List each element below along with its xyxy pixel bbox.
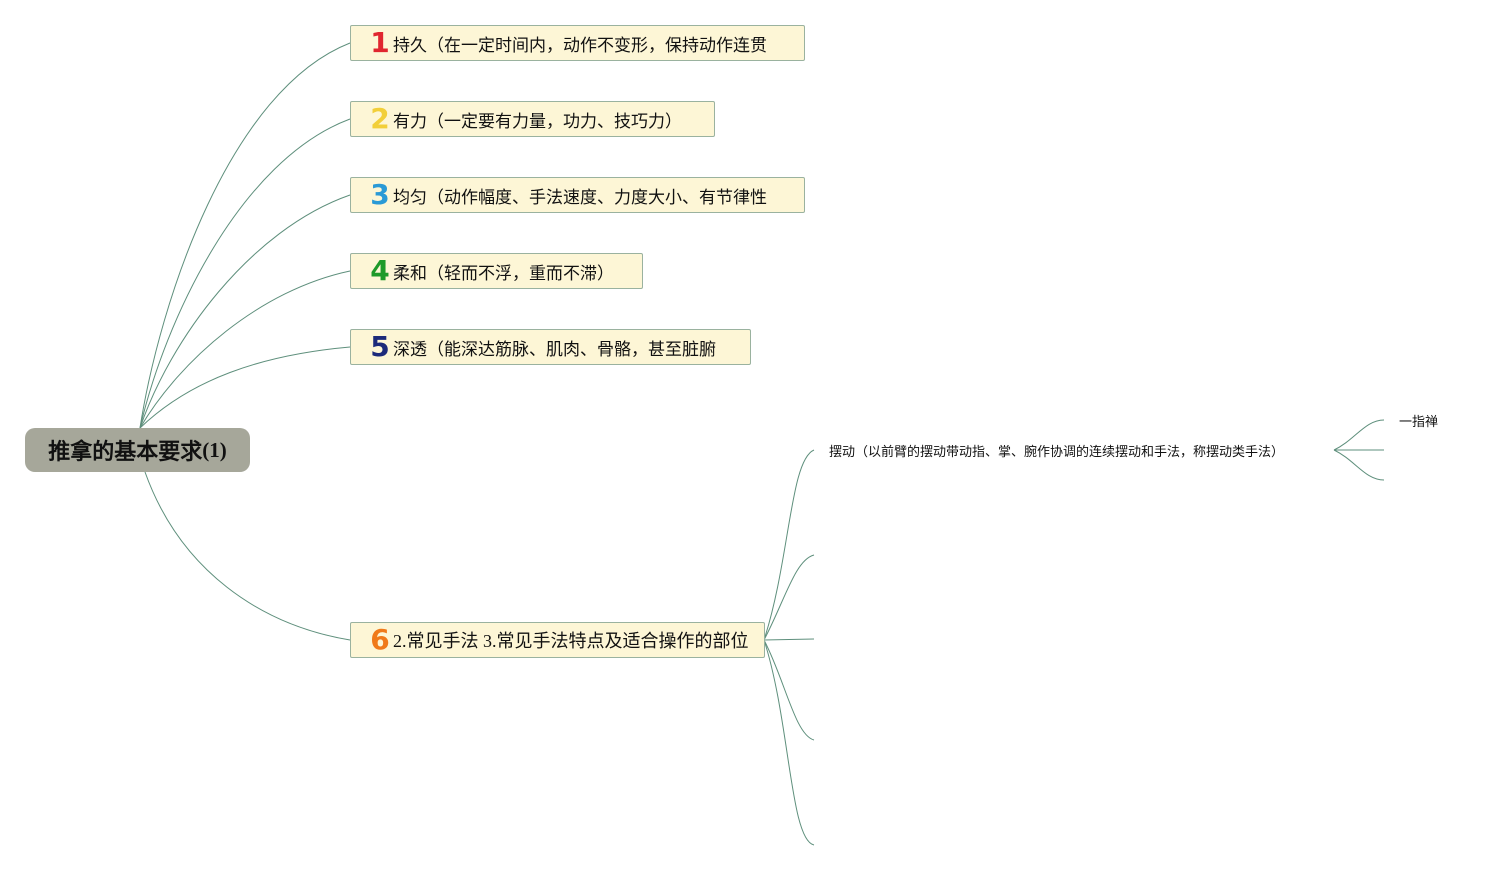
topic-5-label: 深透（能深达筋脉、肌肉、骨骼，甚至脏腑 [393, 339, 716, 360]
priority-1-icon: 1 [370, 26, 390, 59]
priority-2-icon: 2 [370, 102, 390, 135]
priority-5-icon: 5 [370, 330, 390, 363]
topic-5[interactable]: 5 深透（能深达筋脉、肌肉、骨骼，甚至脏腑 [350, 329, 751, 365]
subtopic-swing[interactable]: 摆动（以前臂的摆动带动指、掌、腕作协调的连续摆动和手法，称摆动类手法） [829, 445, 1285, 460]
connector-leaf-3 [1333, 449, 1385, 481]
connector-leaf-1 [1333, 419, 1385, 451]
root-topic-title: 推拿的基本要求 [48, 440, 203, 465]
connector-topic-6 [144, 471, 351, 641]
root-topic-suffix: (1) [202, 437, 227, 462]
priority-3-icon: 3 [370, 178, 390, 211]
connector-sub-4 [763, 639, 815, 741]
connector-sub-2 [763, 554, 815, 641]
topic-3[interactable]: 3 均匀（动作幅度、手法速度、力度大小、有节律性 [350, 177, 805, 213]
connector-topic-5 [139, 346, 351, 429]
connector-sub-5 [763, 639, 815, 846]
connector-topic-3 [139, 194, 351, 429]
topic-1[interactable]: 1 持久（在一定时间内，动作不变形，保持动作连贯 [350, 25, 805, 61]
connector-topic-1 [139, 42, 351, 429]
priority-4-icon: 4 [370, 254, 390, 287]
priority-6-icon: 6 [370, 623, 390, 656]
connector-sub-1 [763, 449, 815, 641]
topic-6-label: 2.常见手法 3.常见手法特点及适合操作的部位 [393, 631, 749, 651]
connector-topic-4 [139, 270, 351, 429]
topic-2[interactable]: 2 有力（一定要有力量，功力、技巧力） [350, 101, 715, 137]
root-topic[interactable]: 推拿的基本要求(1) [25, 428, 250, 472]
connector-sub-3 [763, 638, 815, 641]
topic-4[interactable]: 4 柔和（轻而不浮，重而不滞） [350, 253, 643, 289]
topic-2-label: 有力（一定要有力量，功力、技巧力） [393, 111, 682, 132]
topic-3-label: 均匀（动作幅度、手法速度、力度大小、有节律性 [393, 187, 767, 208]
topic-4-label: 柔和（轻而不浮，重而不滞） [393, 263, 614, 284]
connector-topic-2 [139, 118, 351, 429]
topic-1-label: 持久（在一定时间内，动作不变形，保持动作连贯 [393, 35, 767, 56]
leaf-yizhichan[interactable]: 一指禅 [1399, 415, 1439, 430]
topic-6[interactable]: 6 2.常见手法 3.常见手法特点及适合操作的部位 [350, 622, 765, 658]
